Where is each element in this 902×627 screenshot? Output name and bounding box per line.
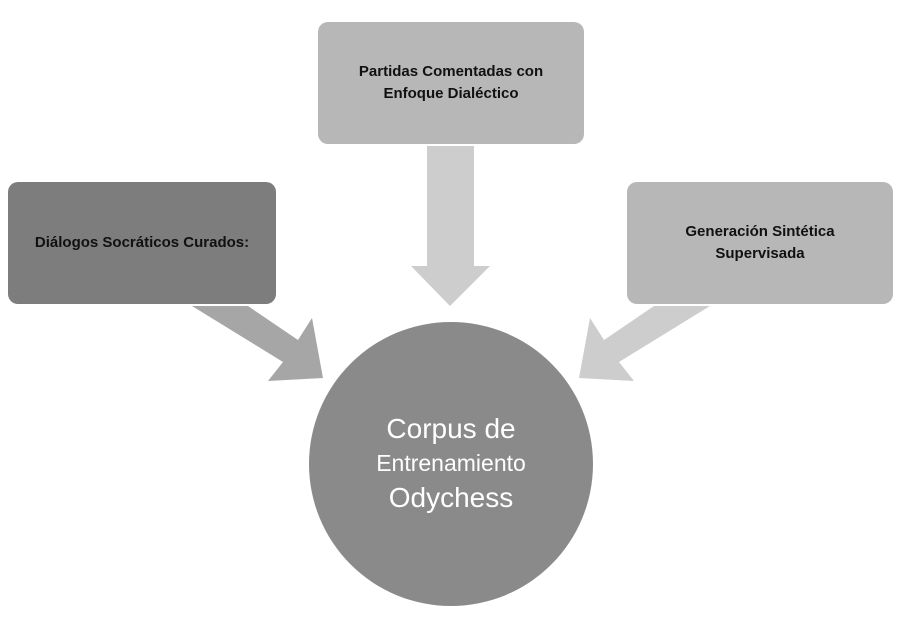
hub-training-corpus: Corpus de Entrenamiento Odychess [309, 322, 593, 606]
arrow-right-to-hub [579, 306, 710, 381]
source-box-commented-games: Partidas Comentadas con Enfoque Dialécti… [318, 22, 584, 144]
source-box-synthetic-generation-label: Generación Sintética Supervisada [685, 221, 834, 265]
source-box-socratic-dialogues: Diálogos Socráticos Curados: [8, 182, 276, 304]
hub-label-line3: Odychess [388, 482, 514, 513]
synthetic-generation-label-line2: Supervisada [715, 245, 805, 262]
hub-label-line1: Corpus de [386, 413, 516, 444]
hub-label-line2: Entrenamiento [376, 450, 526, 476]
synthetic-generation-label-line1: Generación Sintética [685, 223, 835, 240]
commented-games-label-line2: Enfoque Dialéctico [383, 85, 519, 102]
source-box-commented-games-label: Partidas Comentadas con Enfoque Dialécti… [359, 61, 543, 105]
source-box-synthetic-generation: Generación Sintética Supervisada [627, 182, 893, 304]
commented-games-label-line1: Partidas Comentadas con [358, 63, 544, 80]
socratic-dialogues-label: Diálogos Socráticos Curados: [34, 234, 250, 251]
arrow-top-to-hub [411, 146, 490, 306]
arrow-left-to-hub [192, 306, 323, 381]
